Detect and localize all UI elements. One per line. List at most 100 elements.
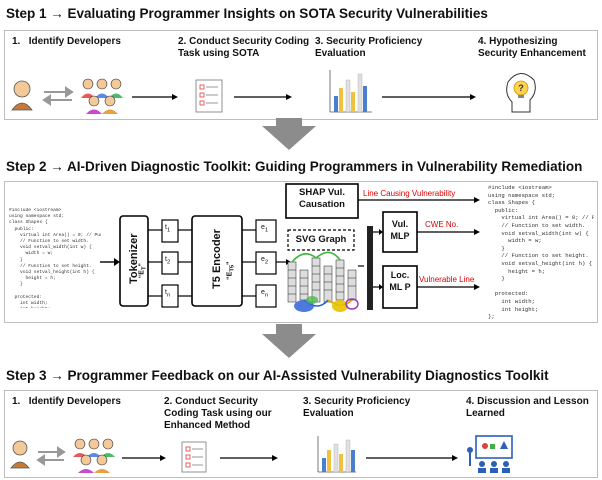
step1-item1: 1. Identify Developers (12, 36, 121, 48)
token-sub: 1 (166, 227, 171, 234)
output-cwe: CWE No. (425, 220, 459, 229)
embedding-e: e (261, 289, 265, 296)
arrow-bar-to-vul-mlp (373, 229, 383, 235)
embedding-box-2 (255, 251, 277, 275)
embedding-box-n (255, 284, 277, 308)
presentation-icon (467, 435, 513, 473)
step1-item3-label: Security Proficiency Evaluation (315, 36, 423, 59)
step3-item4-num: 4. (466, 396, 475, 407)
graph-node-stacks (287, 251, 359, 312)
arrow-code-to-tokenizer (100, 258, 120, 266)
checklist-icon (195, 79, 223, 113)
embedding-e: e (261, 224, 265, 231)
tokenizer-to-token-lines (148, 229, 162, 297)
step3-item3-num: 3. (303, 396, 312, 407)
embedding-sub: 2 (264, 259, 269, 266)
arrow-bar-to-loc-mlp (373, 284, 383, 290)
step1-item4: 4. Hypothesizing Security Enhancement (478, 36, 593, 60)
embedding-label-2: e2 (261, 256, 268, 265)
developer-person-icon (11, 80, 33, 111)
token-sub: 2 (166, 259, 171, 266)
step3-item2-num: 2. (164, 396, 173, 407)
step2-title: Step 2 → AI-Driven Diagnostic Toolkit: G… (6, 159, 583, 174)
checklist-icon (181, 441, 207, 473)
output-line-causing: Line Causing Vulnerability (363, 189, 456, 198)
developers-icon (81, 78, 123, 114)
step1-item4-num: 4. (478, 36, 487, 47)
step3-item3: 3. Security Proficiency Evaluation (303, 396, 423, 420)
step1-item2-num: 2. (178, 36, 187, 47)
step3-item3-label: Security Proficiency Evaluation (303, 396, 411, 419)
step3-item1: 1. Identify Developers (12, 396, 121, 408)
output-vulnerable-line: Vulnerable Line (419, 275, 475, 284)
step3-item1-num: 1. (12, 396, 21, 407)
down-arrow-2 (262, 324, 316, 358)
arrow-loc-mlp-out (417, 284, 480, 290)
svg-graph-label: SVG Graph (295, 234, 347, 245)
embedding-sub: 1 (264, 227, 269, 234)
token-label-n: tn (165, 289, 170, 298)
step1-item3: 3. Security Proficiency Evaluation (315, 36, 435, 60)
token-t: t (165, 256, 167, 263)
step3-item1-label: Identify Developers (28, 396, 121, 407)
flow-arrow-2 (220, 455, 278, 461)
embedding-sub: n (264, 292, 269, 299)
step1-item4-label: Hypothesizing Security Enhancement (478, 36, 586, 59)
step1-title: Step 1 → Evaluating Programmer Insights … (6, 6, 488, 21)
step3-title: Step 3 → Programmer Feedback on our AI-A… (6, 368, 549, 383)
down-arrow-1 (262, 118, 316, 150)
shap-box (285, 183, 359, 219)
concat-bar (367, 226, 373, 310)
flow-arrow-3 (366, 455, 458, 461)
step1-item1-label: Identify Developers (28, 36, 121, 47)
bar-chart-icon (329, 70, 372, 113)
arrow-vul-mlp-out (417, 229, 480, 235)
token-t: t (165, 289, 167, 296)
token-box-2 (161, 251, 179, 275)
arrow-shap-out (358, 197, 480, 203)
token-t: t (165, 224, 167, 231)
developers-icon (73, 438, 115, 473)
flow-arrow-3 (382, 94, 476, 100)
code-snippet-input: #include <iostream> using namespace std;… (9, 208, 101, 308)
code-snippet-output: #include <iostream> using namespace std;… (488, 184, 594, 319)
step1-item3-num: 3. (315, 36, 324, 47)
step1-panel (4, 30, 598, 120)
token-box-1 (161, 219, 179, 243)
lightbulb-head-icon: ? (506, 73, 536, 113)
embedding-e: e (261, 256, 265, 263)
tokenizer-box (119, 215, 149, 307)
token-to-encoder-lines (178, 229, 192, 297)
step1-item2-label: Conduct Security Coding Task using SOTA (178, 36, 310, 59)
flow-arrow-2 (234, 94, 292, 100)
step3-item2-label: Conduct Security Coding Task using our E… (164, 396, 272, 431)
token-label-1: t1 (165, 224, 170, 233)
swap-arrows-icon (42, 86, 74, 106)
svg-text:?: ? (518, 83, 524, 93)
step1-graphics: ? (11, 70, 536, 130)
embedding-label-1: e1 (261, 224, 268, 233)
token-label-2: t2 (165, 256, 170, 265)
token-sub: n (166, 292, 171, 299)
shap-label: SHAP Vul. Causation (299, 187, 345, 210)
developer-person-icon (10, 440, 30, 469)
embedding-label-n: en (261, 289, 268, 298)
bar-chart-icon (317, 436, 356, 473)
swap-arrows-icon (36, 446, 66, 466)
step1-item2: 2. Conduct Security Coding Task using SO… (178, 36, 313, 60)
step3-item4: 4. Discussion and Lesson Learned (466, 396, 591, 420)
embedding-box-1 (255, 219, 277, 243)
loc-mlp-label: Loc. ML P (389, 270, 411, 292)
vul-mlp-label: Vul. MLP (390, 219, 410, 241)
flow-arrow-1 (122, 455, 166, 461)
encoder-to-embedding-lines (242, 229, 256, 297)
encoder-box (191, 215, 243, 307)
svg-graph-box (287, 229, 355, 251)
step3-item2: 2. Conduct Security Coding Task using ou… (164, 396, 294, 432)
step3-item4-label: Discussion and Lesson Learned (466, 396, 589, 419)
flow-arrow-1 (132, 94, 178, 100)
step1-item1-num: 1. (12, 36, 21, 47)
